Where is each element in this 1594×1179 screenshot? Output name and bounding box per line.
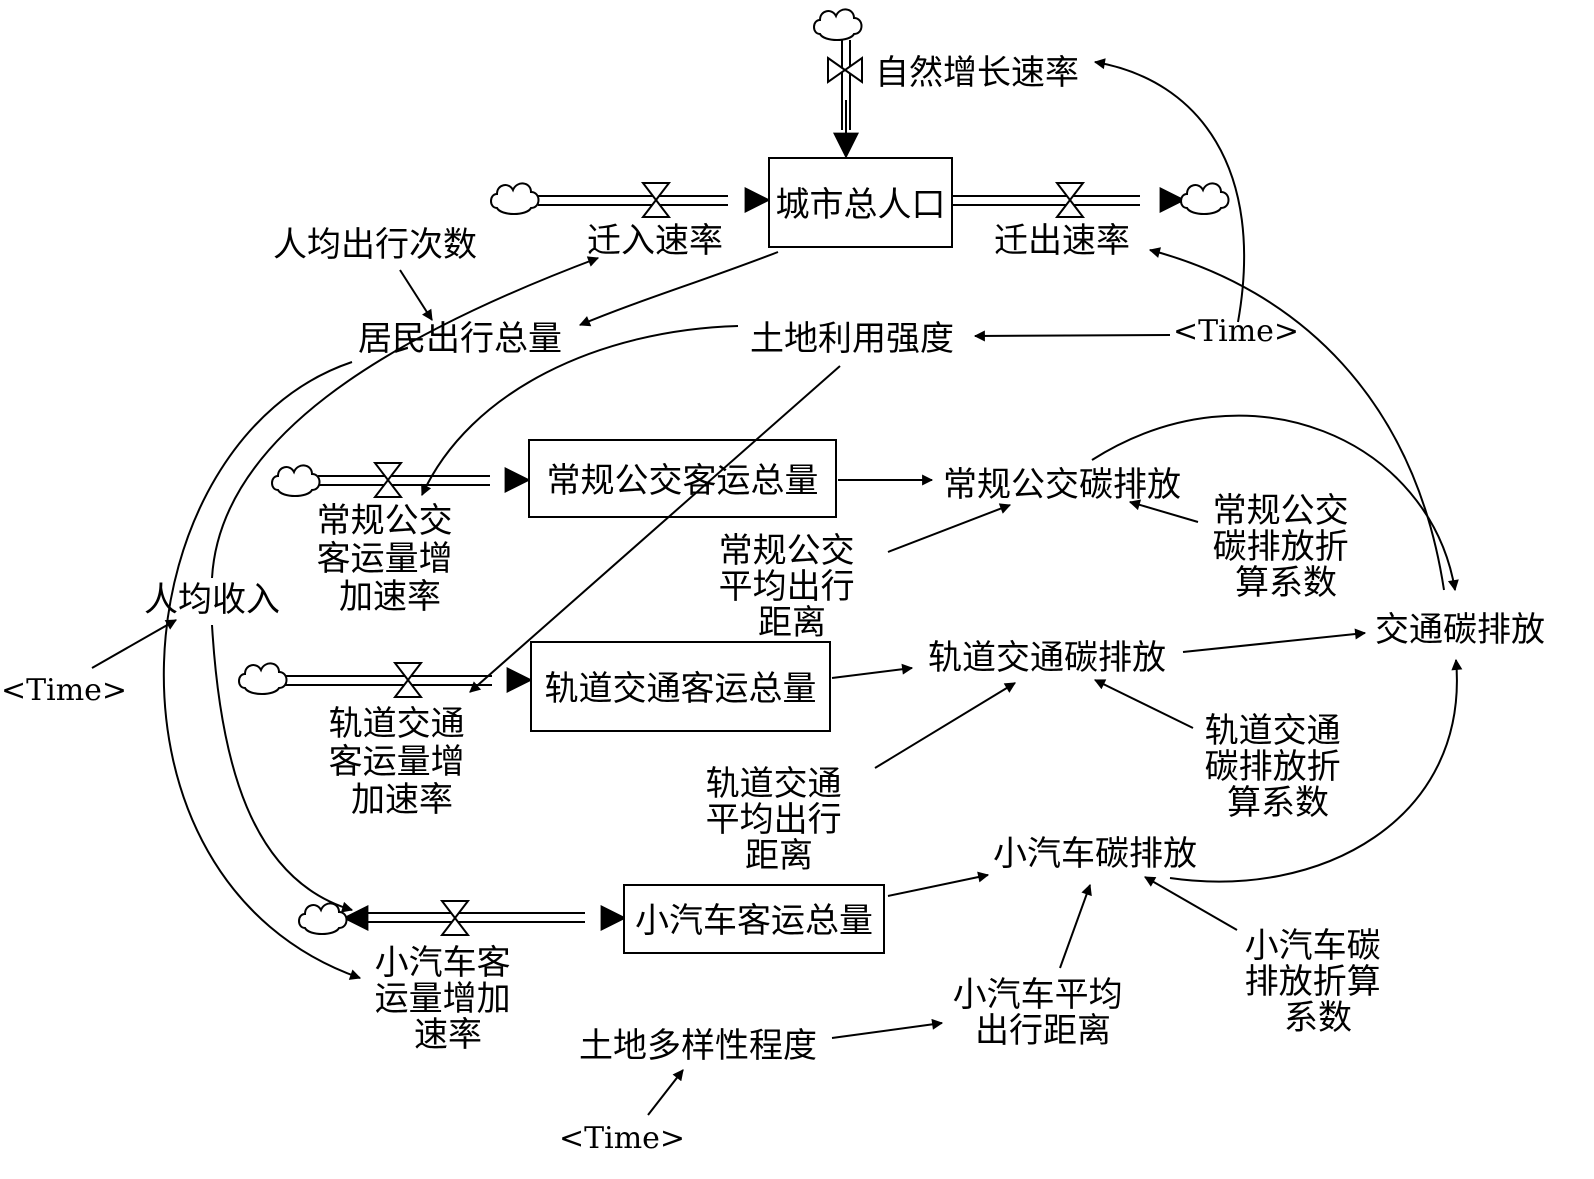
link-resident-trips-to-car-growth <box>163 361 362 980</box>
city-population-box[interactable] <box>768 157 953 248</box>
valve-icon <box>640 182 672 218</box>
land-diversity-label[interactable]: 土地多样性程度 <box>579 1026 817 1066</box>
valves <box>372 56 1086 936</box>
rail-passenger-box[interactable] <box>530 641 831 732</box>
link-time-to-income <box>91 619 177 669</box>
link-bus-emission-to-traffic-emission <box>1091 414 1459 592</box>
rail-emission-label[interactable]: 轨道交通碳排放 <box>928 638 1166 678</box>
income-per-capita-label[interactable]: 人均收入 <box>144 580 280 620</box>
rail-passenger-label: 轨道交通客运总量 <box>545 669 817 709</box>
time-label-left[interactable]: <Time> <box>1 673 127 708</box>
flow-pipes <box>285 40 1186 931</box>
out-migration-rate-label[interactable]: 迁出速率 <box>994 221 1130 261</box>
car-passenger-box[interactable] <box>623 884 885 954</box>
natural-growth-rate-label[interactable]: 自然增长速率 <box>875 53 1079 93</box>
rail-emission-factor-label[interactable]: 轨道交通 碳排放折 算系数 <box>1205 711 1352 823</box>
car-growth-rate-label[interactable]: 小汽车客 运量增加 速率 <box>375 943 522 1055</box>
link-income-to-car-growth <box>211 624 354 913</box>
link-time-to-land-intensity <box>973 330 1171 342</box>
link-car-distance-to-car-emission <box>1059 883 1092 969</box>
link-land-diversity-to-car-distance <box>831 1018 944 1039</box>
time-label-bottom[interactable]: <Time> <box>559 1121 685 1156</box>
link-land-intensity-to-bus-growth <box>421 325 739 497</box>
cloud-icon <box>298 902 348 935</box>
link-population-to-resident-trips <box>578 251 779 327</box>
bus-growth-rate-label[interactable]: 常规公交 客运量增 加速率 <box>317 501 464 617</box>
link-trips-per-capita-to-resident-trips <box>399 269 433 321</box>
car-growth-pipe <box>360 912 585 923</box>
causal-links <box>91 58 1463 1116</box>
link-rail-distance-to-rail-emission <box>874 682 1016 769</box>
cloud-icon <box>271 464 321 497</box>
natural-growth-pipe <box>841 40 851 130</box>
valve-icon <box>827 56 863 84</box>
bus-emission-factor-label[interactable]: 常规公交 碳排放折 算系数 <box>1213 491 1360 603</box>
clouds <box>238 8 1230 935</box>
valve-icon <box>1054 182 1086 218</box>
link-rail-emission-to-traffic-emission <box>1182 628 1367 653</box>
link-bus-factor-to-bus-emission <box>1128 499 1199 523</box>
car-emission-factor-label[interactable]: 小汽车碳 排放折算 系数 <box>1245 926 1392 1038</box>
link-car-emission-to-traffic-emission <box>1169 658 1463 883</box>
car-passenger-label: 小汽车客运总量 <box>635 901 873 941</box>
rail-avg-distance-label[interactable]: 轨道交通 平均出行 距离 <box>706 764 853 876</box>
out-migration-pipe <box>952 195 1140 206</box>
labels: 自然增长速率 迁入速率 迁出速率 人均出行次数 居民出行总量 土地利用强度 <T… <box>1 53 1545 1156</box>
bus-passenger-label: 常规公交客运总量 <box>547 461 819 501</box>
bus-growth-pipe <box>318 475 490 486</box>
car-avg-distance-label[interactable]: 小汽车平均 出行距离 <box>953 975 1134 1051</box>
stocks: 城市总人口 常规公交客运总量 轨道交通客运总量 小汽车客运总量 <box>528 157 953 954</box>
link-car-factor-to-car-emission <box>1144 876 1238 931</box>
trips-per-capita-label[interactable]: 人均出行次数 <box>273 225 477 265</box>
link-rail-factor-to-rail-emission <box>1094 679 1194 729</box>
link-time-to-natural-growth <box>1093 58 1246 323</box>
bus-avg-distance-label[interactable]: 常规公交 平均出行 距离 <box>719 531 866 643</box>
land-use-intensity-label[interactable]: 土地利用强度 <box>750 319 954 359</box>
rail-growth-pipe <box>285 675 492 686</box>
resident-trips-total-label[interactable]: 居民出行总量 <box>358 319 562 359</box>
link-car-stock-to-car-emission <box>887 871 990 897</box>
valve-icon <box>439 900 471 936</box>
cloud-icon <box>813 8 863 41</box>
city-population-label: 城市总人口 <box>776 185 946 225</box>
link-land-intensity-to-rail-growth <box>469 365 841 693</box>
time-label-top[interactable]: <Time> <box>1173 314 1299 349</box>
in-migration-rate-label[interactable]: 迁入速率 <box>587 221 723 261</box>
valve-icon <box>372 462 404 498</box>
in-migration-pipe <box>538 195 728 206</box>
cloud-icon <box>1180 182 1230 215</box>
cloud-icon <box>238 662 288 695</box>
car-emission-label[interactable]: 小汽车碳排放 <box>993 834 1197 874</box>
link-income-to-in-migration <box>211 256 600 579</box>
link-rail-stock-to-rail-emission <box>831 663 914 679</box>
valve-icon <box>392 662 424 698</box>
link-bus-distance-to-bus-emission <box>887 503 1012 553</box>
link-time-to-land-diversity <box>647 1069 684 1116</box>
bus-emission-label[interactable]: 常规公交碳排放 <box>943 465 1181 505</box>
rail-growth-rate-label[interactable]: 轨道交通 客运量增 加速率 <box>329 704 476 820</box>
traffic-emission-label[interactable]: 交通碳排放 <box>1375 610 1545 650</box>
cloud-icon <box>490 182 540 215</box>
